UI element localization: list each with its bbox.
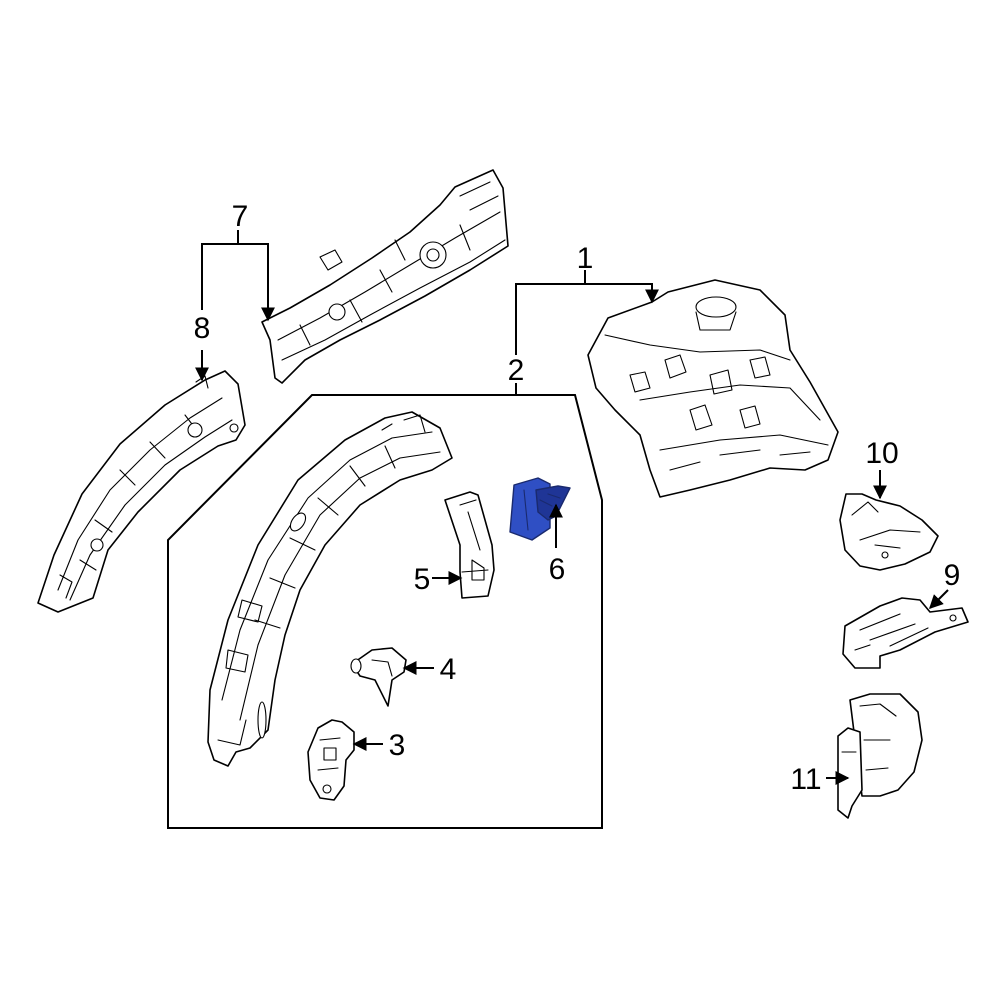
callout-11: 11 [790, 763, 821, 796]
callout-5: 5 [414, 563, 431, 596]
callout-9: 9 [944, 559, 961, 592]
part-11-bracket[interactable] [837, 693, 923, 819]
callout-6: 6 [549, 553, 566, 586]
part-3-vertical-bracket[interactable] [307, 719, 355, 801]
callout-3: 3 [389, 729, 406, 762]
callout-8: 8 [194, 312, 211, 345]
part-6-bracket-highlighted[interactable] [509, 477, 571, 541]
part-2-inner-wheelhouse[interactable] [207, 411, 453, 767]
callout-10: 10 [865, 437, 898, 470]
leader-9 [929, 589, 949, 609]
part-10-bracket[interactable] [839, 493, 939, 571]
leader-7 [201, 243, 275, 322]
callout-2: 2 [508, 354, 525, 387]
part-9-bracket[interactable] [842, 597, 969, 669]
callout-1: 1 [577, 242, 594, 275]
callout-7: 7 [232, 200, 249, 233]
callout-4: 4 [440, 653, 457, 686]
part-5-bracket[interactable] [444, 491, 495, 599]
part-4-small-bracket[interactable] [350, 647, 407, 707]
part-2-group-box [167, 394, 603, 829]
part-7-upper-rail[interactable] [261, 169, 509, 384]
part-8-outer-arch-panel[interactable] [37, 370, 246, 613]
part-1-rear-panel[interactable] [587, 279, 839, 498]
